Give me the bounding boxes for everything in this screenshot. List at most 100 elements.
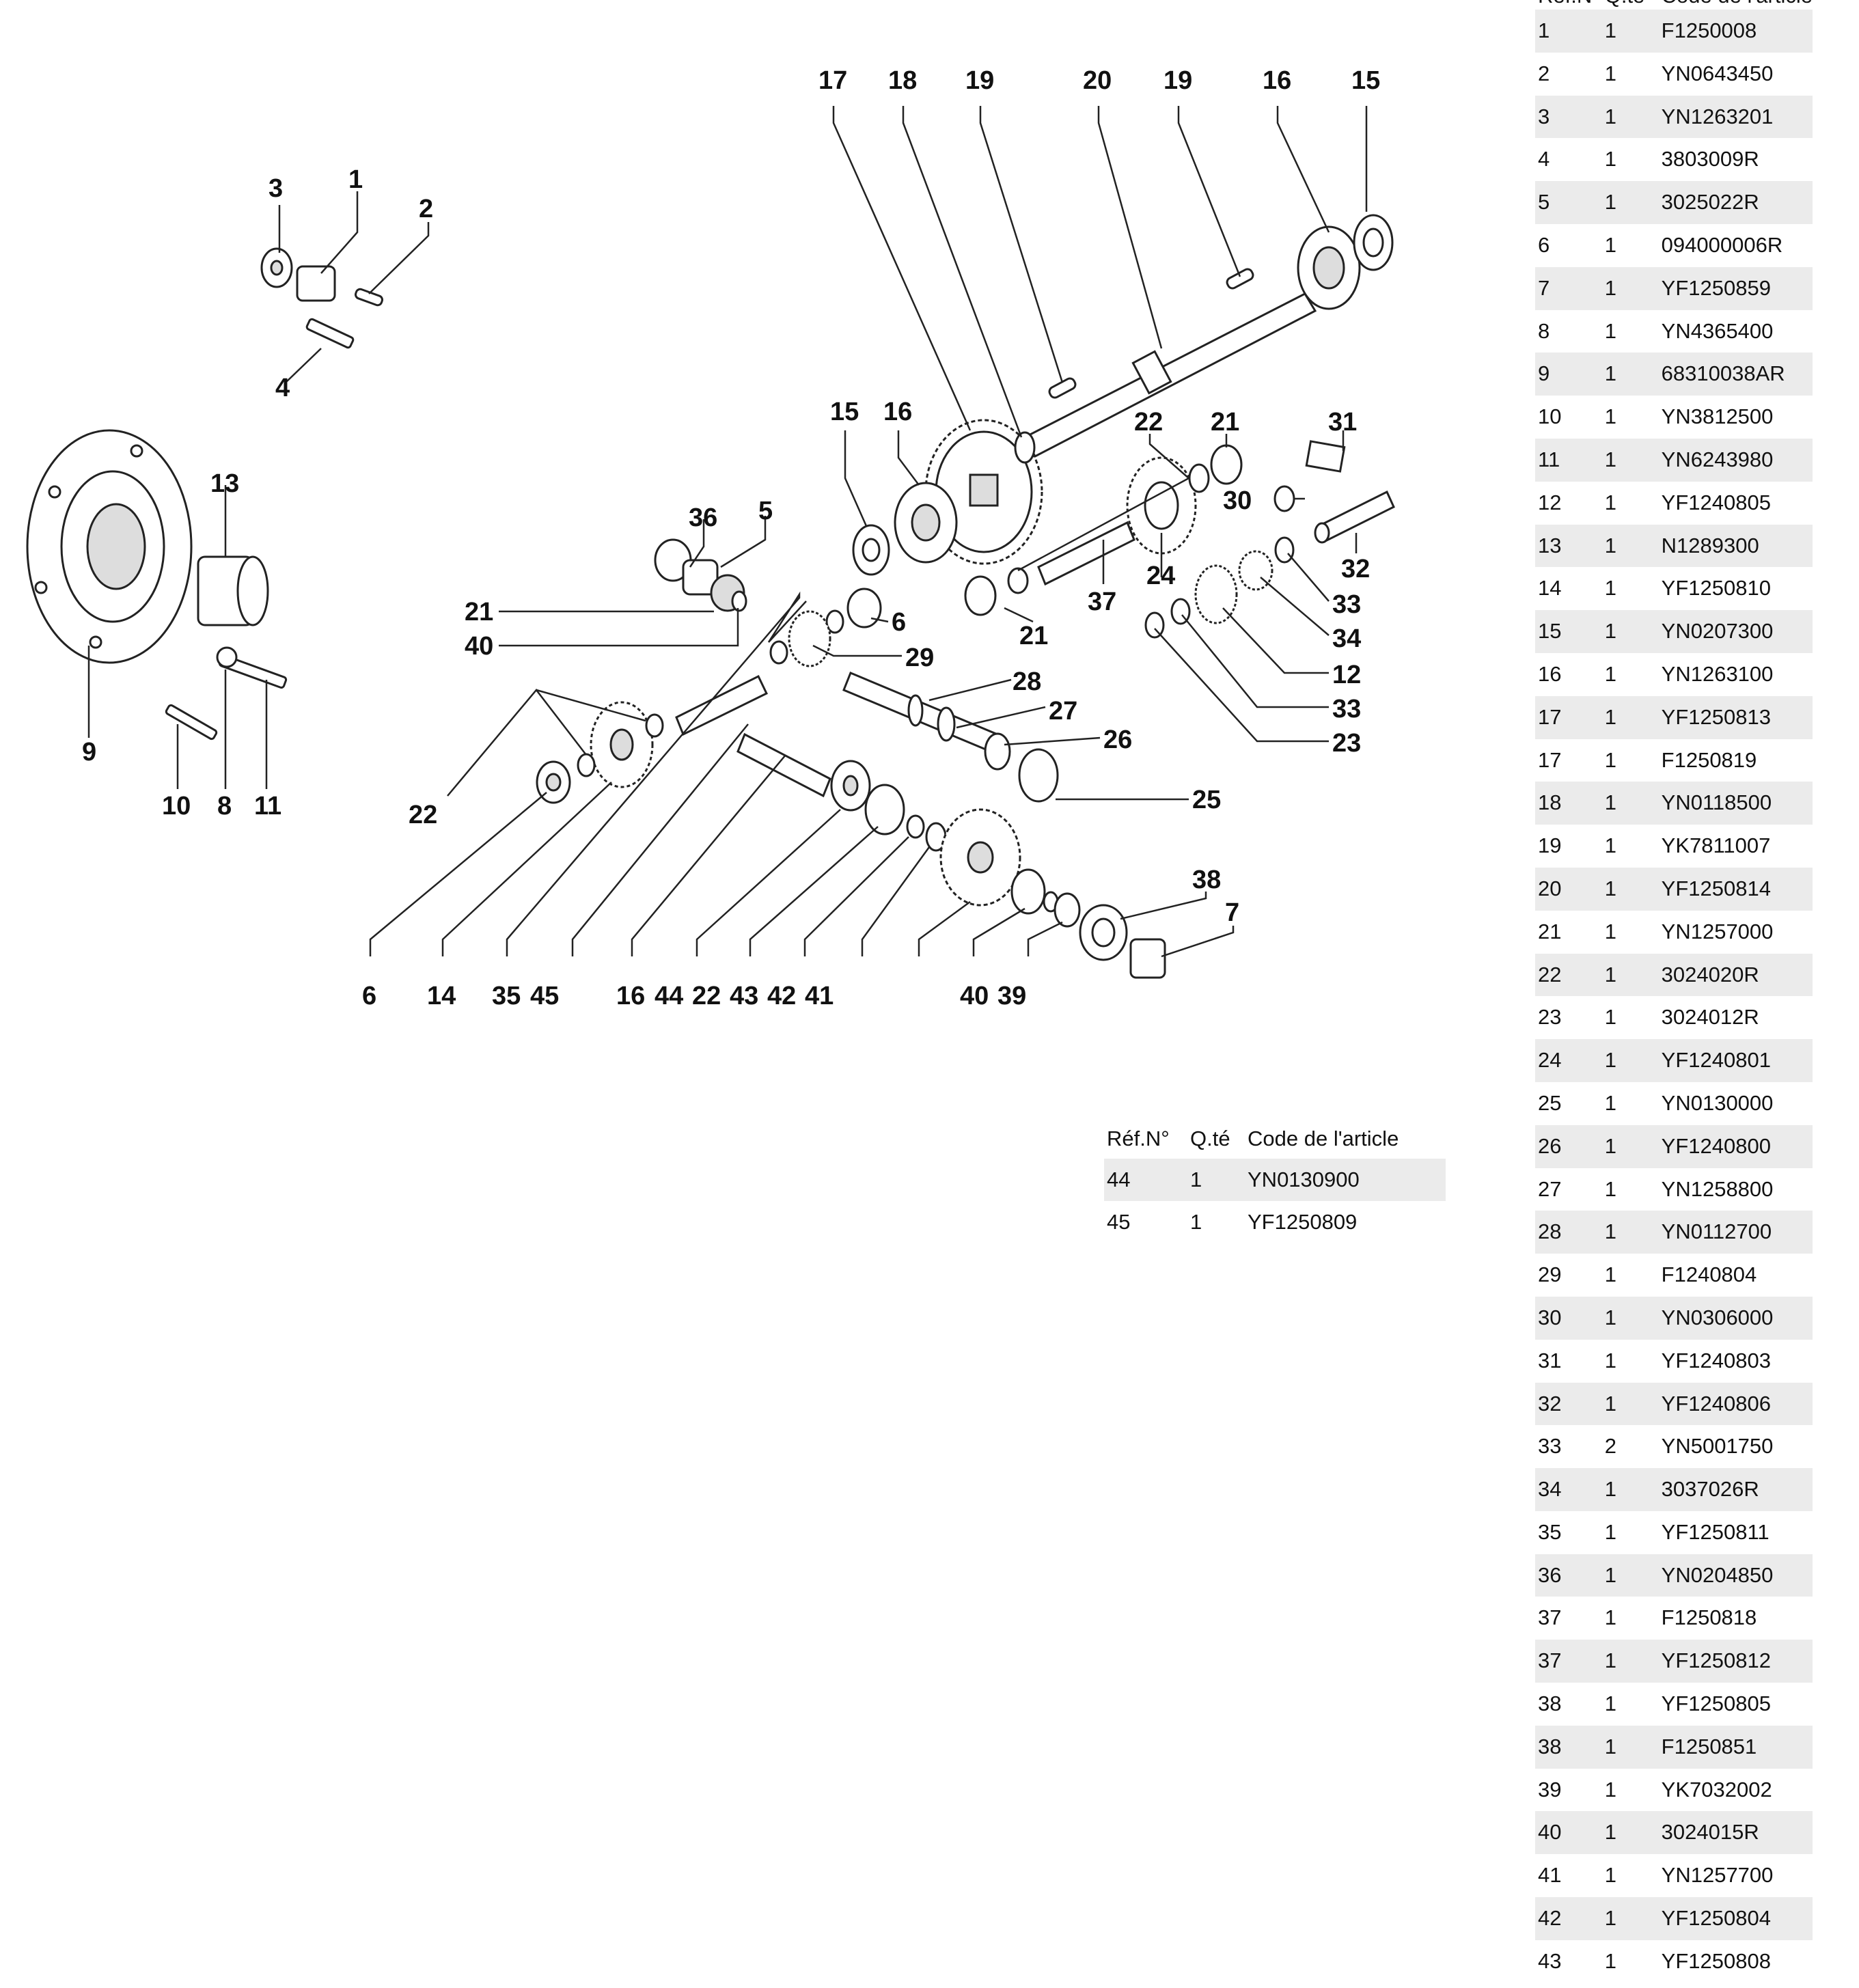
callout-45: 45 [530,982,559,1010]
cell-ref: 13 [1535,524,1605,568]
table-header-row: Réf.N° Q.té Code de l'article [1104,1119,1446,1159]
cell-ref: 28 [1535,1211,1605,1254]
cell-ref: 8 [1538,318,1550,343]
cell-code: YF1250810 [1661,576,1771,600]
leader-lines [87,106,1368,958]
part-gear-12 [1194,564,1238,624]
cell-qty: 1 [1604,524,1662,568]
callout-21-mid: 21 [1019,622,1048,650]
cell-code: YF1250804 [1661,1897,1813,1940]
callout-labels: 3 1 2 4 13 9 10 8 11 17 18 19 20 19 16 1… [82,66,1380,1010]
cell-qty: 1 [1604,1005,1616,1030]
cell-code: YF1240801 [1661,1039,1813,1082]
cell-ref: 35 [1538,1519,1562,1544]
part-washer-15-mid [852,524,890,576]
callout-6-bottom: 6 [362,982,376,1010]
part-washer-15-top [1353,214,1394,271]
cell-ref: 15 [1535,610,1605,653]
cell-code: N1289300 [1661,524,1813,568]
cell-qty: 1 [1604,747,1616,772]
cell-code: YF1250805 [1661,1692,1771,1716]
part-ring-22-lower [577,753,596,777]
cell-ref: 19 [1538,833,1562,858]
cell-code: 3037026R [1661,1468,1813,1511]
cell-qty: 1 [1190,1210,1202,1234]
cell-ref: 40 [1535,1811,1605,1855]
cell-qty: 1 [1604,438,1662,482]
cell-code: 3024012R [1661,1005,1759,1030]
cell-qty: 1 [1604,1382,1662,1426]
cell-qty: 1 [1604,1640,1662,1683]
callout-40-bottom: 40 [960,982,989,1010]
part-ring-mid [825,609,844,634]
cell-qty: 1 [1604,61,1616,85]
callout-15-mid: 15 [830,398,859,426]
cell-qty: 1 [1604,867,1662,911]
callout-21-left: 21 [465,598,493,626]
part-gear-14 [590,701,654,788]
callout-19-left: 19 [965,66,994,95]
callout-17-top: 17 [818,66,847,95]
cell-qty: 1 [1604,661,1616,686]
part-plate-31 [1305,440,1346,473]
cell-ref: 42 [1535,1897,1605,1940]
part-circlip-25 [1018,748,1059,803]
table-row: 16 1 YN1263100 [1535,653,1813,696]
cell-ref: 27 [1538,1176,1562,1201]
callout-28: 28 [1013,667,1041,696]
part-ring-43 [906,814,925,839]
cell-qty: 1 [1604,1725,1662,1769]
cell-qty: 1 [1604,1692,1616,1716]
cell-code: F1250819 [1661,747,1757,772]
part-block-5 [682,559,719,596]
cell-qty: 1 [1604,232,1616,257]
cell-ref: 9 [1535,353,1605,396]
cell-qty: 1 [1604,1554,1662,1597]
cell-qty: 1 [1604,1296,1662,1340]
header-qty: Q.té [1190,1127,1230,1150]
cell-code: YF1250811 [1661,1519,1770,1544]
cell-ref: 18 [1535,782,1605,825]
part-ring-22-top [1188,463,1210,493]
cell-ref: 37 [1538,1605,1562,1630]
cell-code: YK7032002 [1661,1777,1772,1801]
cell-qty: 1 [1604,1176,1616,1201]
part-bearing-21-top [1210,444,1243,485]
cell-code: YN1263100 [1661,661,1774,686]
part-bushing-7 [1129,938,1166,979]
cell-code: YN0130900 [1248,1159,1446,1201]
cell-ref: 17 [1535,695,1605,739]
part-ring-33a [1274,536,1295,564]
callout-35: 35 [492,982,521,1010]
callout-22-top: 22 [1134,408,1163,437]
cell-code: YF1240805 [1661,490,1771,514]
callout-3: 3 [268,174,283,203]
cell-code: YN1258800 [1661,1176,1774,1201]
cell-ref: 5 [1535,181,1605,224]
part-ring-40-left [731,590,747,612]
header-ref: Réf.N° [1107,1127,1170,1150]
cell-qty: 1 [1604,782,1662,825]
cell-code: F1250818 [1661,1605,1757,1630]
cell-ref: 16 [1538,661,1562,686]
part-ring-23 [1144,611,1165,639]
callout-21-top: 21 [1211,408,1239,437]
cell-code: YF1240800 [1661,1124,1813,1168]
callout-8: 8 [217,792,232,820]
part-bearing-21-mid [964,575,997,616]
part-bushing-1 [296,265,336,302]
